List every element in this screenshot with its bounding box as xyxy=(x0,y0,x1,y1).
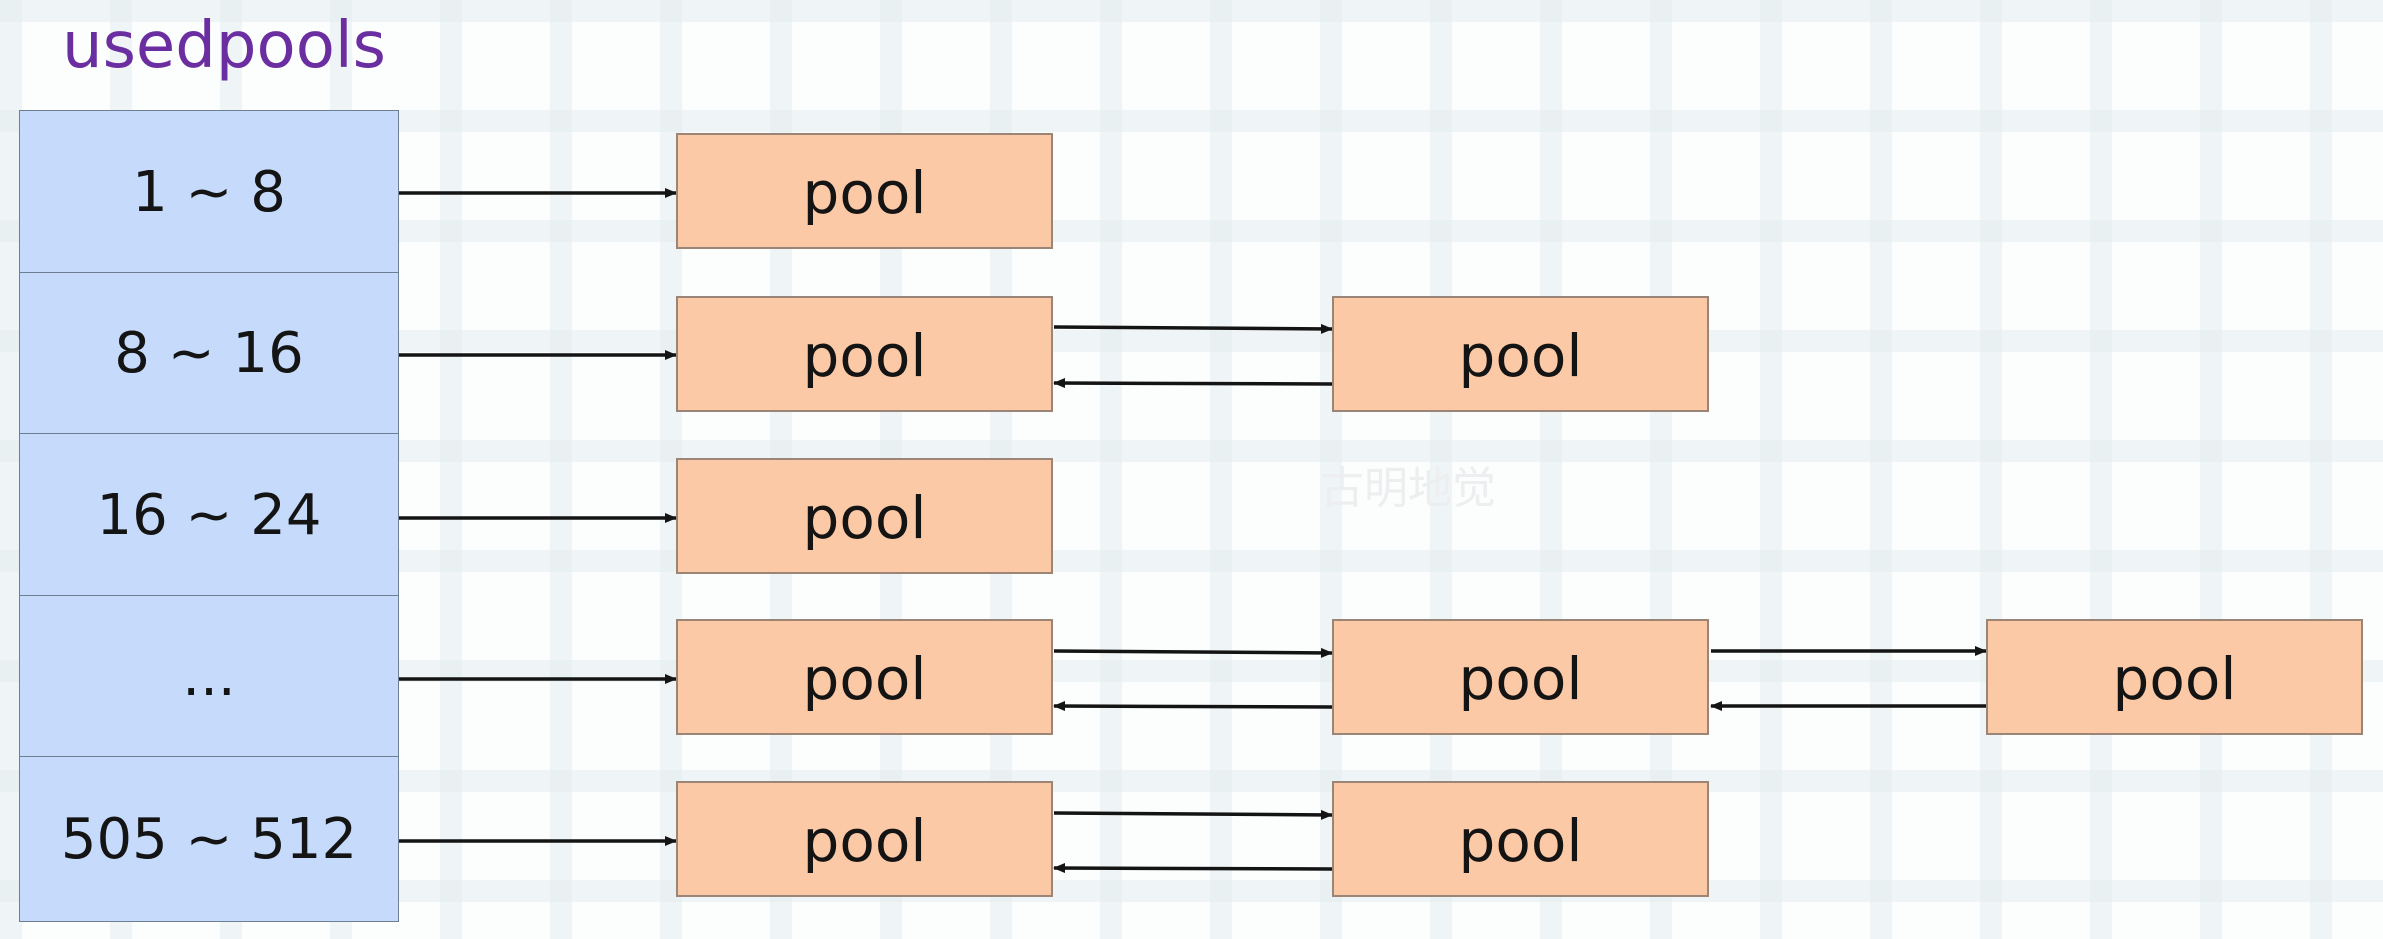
pool-block: pool xyxy=(1332,619,1709,735)
prev-arrow xyxy=(1053,701,1333,712)
diagram-title: usedpools xyxy=(62,9,386,83)
size-class-cell: 1 ~ 8 xyxy=(19,110,399,274)
next-arrow xyxy=(1053,323,1333,334)
pool-block: pool xyxy=(676,296,1053,412)
prev-arrow xyxy=(1053,863,1333,874)
size-class-cell: 16 ~ 24 xyxy=(19,433,399,597)
size-class-cell: 505 ~ 512 xyxy=(19,756,399,922)
size-class-cell: 8 ~ 16 xyxy=(19,272,399,435)
pool-block: pool xyxy=(1332,296,1709,412)
prev-arrow xyxy=(1053,378,1333,389)
pool-block: pool xyxy=(676,619,1053,735)
next-arrow xyxy=(1053,809,1333,820)
pool-block: pool xyxy=(676,781,1053,897)
pool-block: pool xyxy=(676,458,1053,574)
usedpools-array: 1 ~ 8 8 ~ 16 16 ~ 24 ... 505 ~ 512 xyxy=(19,110,399,922)
next-arrow xyxy=(1053,647,1333,658)
pool-block: pool xyxy=(676,133,1053,249)
pool-block: pool xyxy=(1986,619,2363,735)
pool-block: pool xyxy=(1332,781,1709,897)
watermark-text: 古明地觉 xyxy=(1320,463,1496,514)
